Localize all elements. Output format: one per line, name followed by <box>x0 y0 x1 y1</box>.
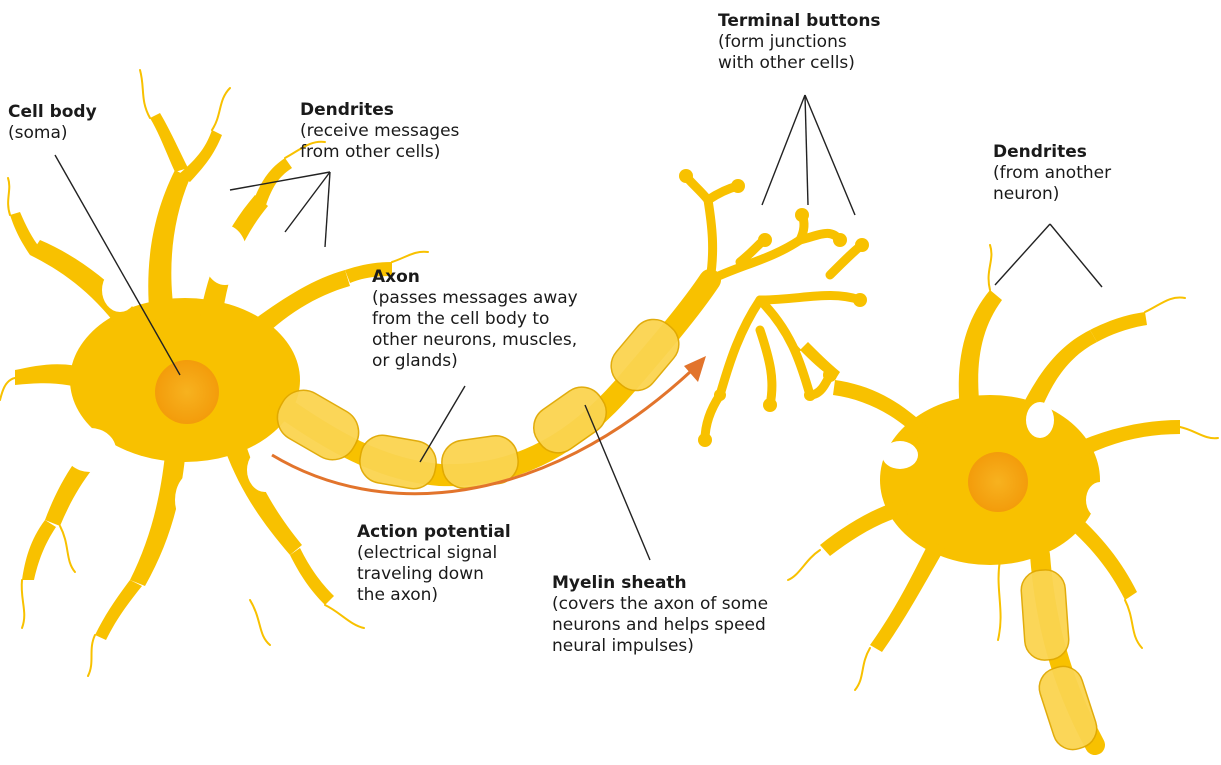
dendrites-title: Dendrites <box>300 100 394 120</box>
terminal-buttons-title: Terminal buttons <box>718 11 881 31</box>
dendrites-label: Dendrites (receive messages from other c… <box>300 100 459 163</box>
left-nucleus <box>155 360 219 424</box>
cell-body-desc: (soma) <box>8 123 68 143</box>
right-dendrite-hairs <box>774 244 1219 691</box>
axon-desc: (passes messages away from the cell body… <box>372 288 578 371</box>
right-myelin-segments <box>1020 569 1098 751</box>
myelin-sheath-segments <box>276 318 680 490</box>
axon-title: Axon <box>372 267 420 287</box>
cell-body-title: Cell body <box>8 102 97 122</box>
left-dendrite-hairs <box>0 69 429 677</box>
action-potential-title: Action potential <box>357 522 511 542</box>
terminal-branches <box>681 171 867 445</box>
right-nucleus <box>968 452 1028 512</box>
terminal-buttons-desc: (form junctions with other cells) <box>718 32 855 73</box>
myelin-sheath-label: Myelin sheath (covers the axon of some n… <box>552 573 768 657</box>
dendrites-other-title: Dendrites <box>993 142 1087 162</box>
cell-body-label: Cell body (soma) <box>8 102 97 144</box>
action-potential-label: Action potential (electrical signal trav… <box>357 522 511 606</box>
arrow-head-icon <box>684 356 706 382</box>
dendrites-other-desc: (from another neuron) <box>993 163 1112 204</box>
action-potential-arrow <box>271 370 692 496</box>
myelin-sheath-desc: (covers the axon of some neurons and hel… <box>552 594 769 656</box>
terminal-buttons-label: Terminal buttons (form junctions with ot… <box>718 11 881 74</box>
axon-label: Axon (passes messages away from the cell… <box>372 267 578 372</box>
dendrites-desc: (receive messages from other cells) <box>300 121 460 162</box>
dendrites-other-label: Dendrites (from another neuron) <box>993 142 1111 205</box>
myelin-sheath-title: Myelin sheath <box>552 573 687 593</box>
left-neuron <box>10 113 392 640</box>
action-potential-desc: (electrical signal traveling down the ax… <box>357 543 498 605</box>
leader-lines <box>54 94 1103 561</box>
